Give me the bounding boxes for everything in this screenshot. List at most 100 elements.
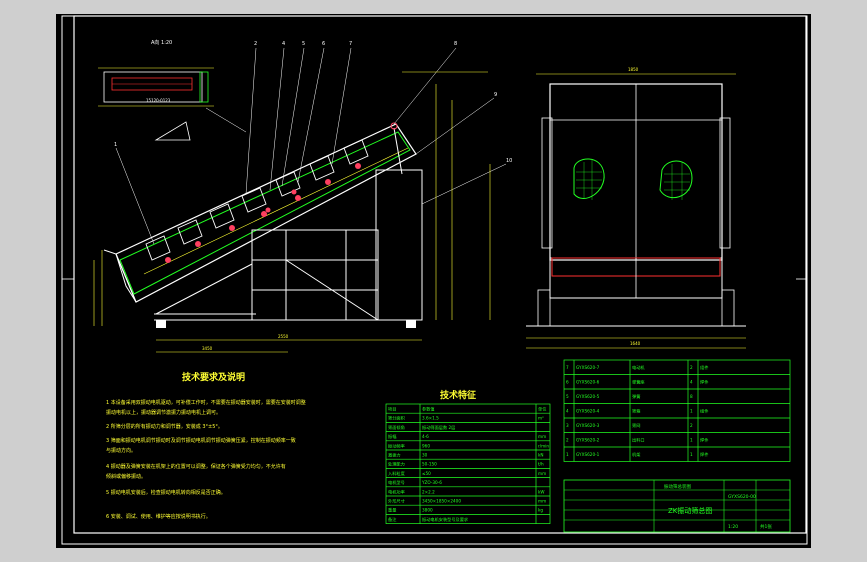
parts-cell: 1 bbox=[690, 409, 693, 414]
spec-cell: t/h bbox=[538, 462, 544, 467]
callout-10: 10 bbox=[506, 158, 512, 164]
spec-cell: ≤50 bbox=[422, 471, 431, 476]
spec-cell: 参数值 bbox=[422, 406, 435, 413]
spec-cell: 电机功率 bbox=[388, 488, 405, 495]
callout-8: 8 bbox=[454, 41, 457, 47]
parts-cell: 组件 bbox=[700, 408, 708, 415]
exciter-units bbox=[145, 139, 369, 261]
spec-cell: mm bbox=[538, 471, 546, 476]
callout-5: 5 bbox=[302, 41, 305, 47]
tech-req-line-8: 5 振动电机安装后，检查振动电机转向相反是否正确。 bbox=[106, 489, 226, 496]
callout-numbers: 2 4 5 6 7 8 9 10 1 bbox=[114, 41, 512, 164]
dim-overall-length: 3450 bbox=[202, 346, 213, 351]
parts-cell: 筛箱 bbox=[632, 408, 640, 415]
spec-cell: 电机型号 bbox=[388, 479, 405, 486]
spec-cell: mm bbox=[538, 434, 546, 439]
parts-cell: GYXS620-6 bbox=[576, 380, 600, 385]
angle-triangle bbox=[154, 121, 191, 141]
callout-6: 6 bbox=[322, 41, 325, 47]
spec-cell: kW bbox=[538, 489, 545, 494]
parts-cell: 焊件 bbox=[700, 451, 708, 458]
title-company: 振动筛总装图 bbox=[664, 483, 691, 490]
parts-cell: 8 bbox=[690, 394, 693, 399]
parts-cell: 5 bbox=[566, 394, 569, 399]
callout-2: 2 bbox=[254, 41, 257, 47]
tech-req-line-7: 倾斜或偏移振动。 bbox=[106, 473, 146, 480]
spec-cell: 50-150 bbox=[422, 462, 437, 467]
parts-cell: 1 bbox=[690, 438, 693, 443]
parts-cell: 3 bbox=[566, 423, 569, 428]
callout-leaders bbox=[115, 47, 507, 245]
parts-cell: GYXS620-2 bbox=[576, 438, 600, 443]
callout-1: 1 bbox=[114, 142, 117, 148]
parts-cell: 7 bbox=[566, 365, 569, 370]
parts-cell: 1 bbox=[690, 452, 693, 457]
tech-req-line-9: 6 安装、调试、使用、维护等应按说明书执行。 bbox=[106, 513, 211, 520]
spec-cell: 外形尺寸 bbox=[388, 498, 405, 505]
parts-cell: GYXS620-7 bbox=[576, 365, 600, 370]
parts-cell: 2 bbox=[690, 365, 693, 370]
spec-cell: 3450×1850×2400 bbox=[422, 499, 461, 504]
tech-req-line-3: 2 所筛分层的所有振动力和调节器，安装成 3°±5°。 bbox=[106, 423, 223, 430]
inner-frame bbox=[73, 15, 807, 534]
dim-base-span: 2550 bbox=[278, 334, 289, 339]
parts-cell: 机架 bbox=[632, 451, 640, 458]
spec-cell: 入料粒度 bbox=[388, 470, 406, 477]
tech-req-line-6: 4 振动器及弹簧安装在机架上的位置可以调整，保证各个弹簧受力均匀，不允许有 bbox=[106, 463, 286, 470]
parts-cell: 筛网 bbox=[632, 422, 640, 429]
parts-cell: 2 bbox=[690, 423, 693, 428]
spec-cell: mm bbox=[538, 499, 546, 504]
parts-cell: 焊件 bbox=[700, 437, 708, 444]
spec-cell: 激振力 bbox=[388, 452, 401, 459]
spec-cell: kN bbox=[538, 453, 544, 458]
drawing-sheet: A向 1:20 15120-0123 bbox=[56, 14, 811, 548]
callout-7: 7 bbox=[349, 41, 352, 47]
parts-cell: 组件 bbox=[700, 364, 708, 371]
parts-cell: 6 bbox=[566, 380, 569, 385]
parts-cell: GYXS620-3 bbox=[576, 423, 600, 428]
tech-req-line-4: 3 筛面和振动电机调节振动时及调节振动电机调节振动弹簧压紧，控制在振动频率一致 bbox=[106, 437, 296, 444]
spec-cell: r/min bbox=[538, 443, 549, 448]
spec-cell: 4-6 bbox=[422, 434, 429, 439]
tech-req-line-5: 与振动方向。 bbox=[106, 447, 136, 454]
parts-cell: 4 bbox=[690, 380, 693, 385]
mesh-window-right bbox=[659, 160, 693, 199]
spec-cell: 2×2.2 bbox=[422, 489, 435, 494]
tech-req-line-2: 振动电机以上，振动器调节激振力振动电机上调可。 bbox=[106, 409, 221, 416]
spring-markers bbox=[165, 163, 361, 263]
title-sheet: 共1张 bbox=[760, 523, 772, 530]
title-drawing-number: GYXS620-00 bbox=[728, 494, 756, 500]
side-view bbox=[103, 122, 423, 328]
section-label: A向 1:20 bbox=[151, 39, 172, 46]
dim-base-width: 1640 bbox=[630, 341, 641, 346]
dim-overall-width: 1850 bbox=[628, 67, 639, 72]
parts-cell: 出料口 bbox=[632, 437, 645, 444]
spec-cell: m² bbox=[538, 416, 544, 421]
callout-4: 4 bbox=[282, 41, 285, 47]
spec-cell: 振动电机安装型号及要求 bbox=[422, 516, 469, 523]
title-scale: 1:20 bbox=[728, 524, 738, 530]
spec-cell: 筛面倾角 bbox=[388, 424, 405, 431]
parts-cell: 2 bbox=[566, 438, 569, 443]
spec-cell: 备注 bbox=[388, 516, 397, 523]
spec-cell: 项目 bbox=[388, 407, 396, 413]
parts-cell: 弹簧座 bbox=[632, 379, 645, 386]
tech-req-line-1: 1 本设备采用双振动电机驱动，可补偿工作时，不需要在振动器安装时，需要在安装时调… bbox=[106, 399, 306, 406]
mesh-window-left bbox=[573, 158, 605, 199]
spec-cell: 振幅 bbox=[388, 433, 396, 440]
spec-cell: 处理能力 bbox=[388, 461, 405, 468]
spec-cell: 重量 bbox=[388, 507, 396, 514]
parts-cell: GYXS620-5 bbox=[576, 394, 600, 399]
spec-cell: 3.6×1.5 bbox=[422, 416, 439, 421]
parts-cell: GYXS620-1 bbox=[576, 452, 600, 457]
title-block: 振动筛总装图 ZK振动筛总图 GYXS620-00 1:20 共1张 bbox=[563, 479, 791, 533]
callout-9: 9 bbox=[494, 92, 497, 98]
section-a-view: A向 1:20 15120-0123 bbox=[98, 39, 214, 141]
support-frame bbox=[154, 169, 423, 321]
spec-cell: 单位 bbox=[538, 406, 546, 413]
spec-cell: 振动频率 bbox=[388, 442, 405, 449]
spec-cell: 振动筛面层数 2层 bbox=[422, 424, 455, 431]
cad-drawing: A向 1:20 15120-0123 bbox=[61, 15, 808, 545]
dimension-lines bbox=[93, 71, 491, 353]
